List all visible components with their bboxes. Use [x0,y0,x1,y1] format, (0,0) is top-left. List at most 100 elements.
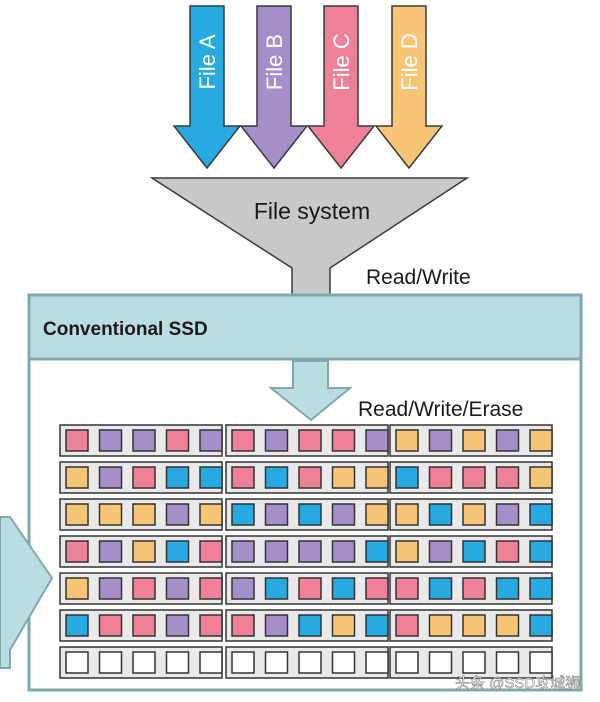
flash-page [264,614,289,637]
flash-page [365,651,389,674]
flash-page [365,577,389,600]
file-arrow: File D [374,5,444,170]
flash-block [59,609,223,642]
flash-page [298,614,322,637]
flash-page [395,466,419,489]
flash-block [389,609,553,642]
flash-page [462,540,486,563]
flash-page [495,614,520,637]
flash-block [389,424,553,457]
flash-page [98,429,123,452]
flash-page [199,503,223,526]
flash-page [165,651,190,674]
flash-page [428,651,453,674]
flash-block [225,572,389,605]
flash-page [98,651,123,674]
flash-page [395,429,419,452]
flash-page [132,466,156,489]
flash-page [395,503,419,526]
flash-page [231,429,255,452]
flash-page [529,466,553,489]
flash-page [298,540,322,563]
flash-page [98,614,123,637]
flash-page [462,577,486,600]
flash-page [298,577,322,600]
flash-page [231,614,255,637]
flash-block-grid [59,424,553,679]
file-arrow-shape [306,5,376,170]
flash-page [395,577,419,600]
file-system-label: File system [254,198,370,224]
file-label: File A [195,34,220,89]
flash-page [331,614,356,637]
flash-page [199,614,223,637]
flash-page [298,466,322,489]
flash-page [264,540,289,563]
flash-page [365,540,389,563]
flash-page [231,503,255,526]
flash-page [98,503,123,526]
flash-page [65,614,89,637]
flash-block [59,424,223,457]
read-write-label: Read/Write [366,266,471,289]
flash-page [331,429,356,452]
file-label: File D [397,33,422,90]
flash-block [389,572,553,605]
file-arrow-shape [239,5,309,170]
flash-page [98,577,123,600]
flash-page [165,429,190,452]
flash-page [462,614,486,637]
flash-page [495,651,520,674]
flash-page [98,466,123,489]
flash-page [428,466,453,489]
flash-page [331,503,356,526]
flash-page [65,540,89,563]
flash-page [65,503,89,526]
flash-page [65,429,89,452]
flash-page [98,540,123,563]
flash-page [495,503,520,526]
flash-block [225,461,389,494]
flash-page [395,614,419,637]
flash-block [225,498,389,531]
flash-page [529,429,553,452]
file-label: File B [262,34,287,90]
flash-page [199,466,223,489]
file-arrow: File A [172,5,242,170]
flash-page [132,651,156,674]
flash-page [199,577,223,600]
flash-page [365,503,389,526]
flash-block [59,572,223,605]
file-arrow: File B [239,5,309,170]
flash-page [132,614,156,637]
flash-page [165,614,190,637]
flash-block [225,424,389,457]
flash-page [495,577,520,600]
flash-block [389,535,553,568]
flash-page [529,503,553,526]
flash-page [264,651,289,674]
file-arrow-shape [172,5,242,170]
flash-page [264,577,289,600]
flash-block [225,609,389,642]
flash-page [462,466,486,489]
flash-page [529,540,553,563]
flash-block [59,461,223,494]
file-arrow-shape [374,5,444,170]
flash-page [495,540,520,563]
flash-page [428,614,453,637]
ssd-header-bar [27,293,583,361]
flash-page [495,466,520,489]
flash-page [298,651,322,674]
flash-page [165,503,190,526]
flash-page [331,577,356,600]
flash-page [462,503,486,526]
flash-block [389,461,553,494]
flash-page [231,540,255,563]
flash-page [231,577,255,600]
flash-page [365,614,389,637]
flash-page [132,540,156,563]
flash-page [264,503,289,526]
flash-page [462,429,486,452]
